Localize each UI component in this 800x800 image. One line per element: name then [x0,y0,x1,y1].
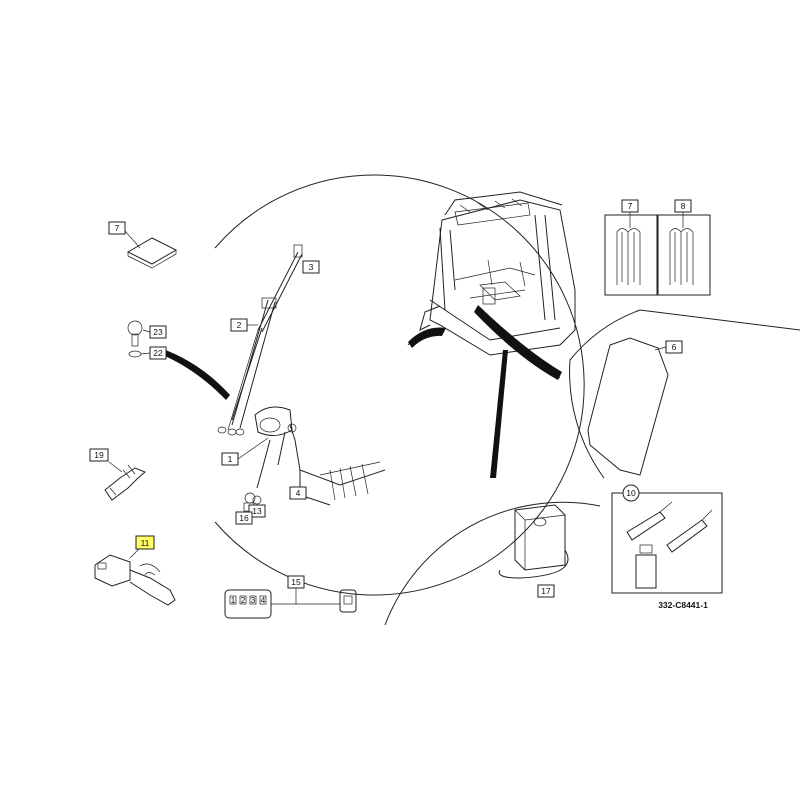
connector-pin-labels: 1 2 3 4 [231,595,266,605]
detail-circle-bottom [384,501,601,626]
callout-15[interactable]: 15 [287,575,305,589]
callout-2[interactable]: 2 [230,318,258,332]
svg-text:19: 19 [94,450,104,460]
callout-6[interactable]: 6 [654,340,683,354]
svg-text:4: 4 [261,595,266,605]
callout-4[interactable]: 4 [289,486,307,500]
svg-text:6: 6 [672,342,677,352]
detail-circle-left [214,174,585,596]
svg-text:3: 3 [309,262,314,272]
hose-connector-drawing [104,461,146,501]
washer-bottle-drawing [498,504,569,579]
wiper-switch-drawing [94,547,176,606]
callout-8[interactable]: 8 [674,199,692,228]
wiper-arm-drawing [217,244,386,506]
harness-connector-drawing [224,588,357,619]
svg-text:22: 22 [153,348,163,358]
svg-text:1: 1 [228,454,233,464]
windscreen-glass-drawing [587,337,669,476]
callout-19[interactable]: 19 [89,448,109,462]
callout-22[interactable]: 22 [149,346,167,360]
callout-23[interactable]: 23 [149,325,167,339]
svg-text:7: 7 [628,201,633,211]
svg-text:15: 15 [291,577,301,587]
drawing-reference-code: 332-C8441-1 [658,600,708,610]
callout-16[interactable]: 16 [235,511,253,525]
svg-text:13: 13 [252,506,262,516]
seal-profile-frame-8 [657,214,711,296]
svg-text:2: 2 [237,320,242,330]
cab-drawing [419,191,576,356]
svg-text:1: 1 [231,595,236,605]
svg-text:4: 4 [296,488,301,498]
svg-text:8: 8 [681,201,686,211]
svg-text:17: 17 [541,586,551,596]
sealant-kit-frame [611,492,723,594]
wiper-motor-nut-drawing [243,492,262,512]
callout-7-seal[interactable]: 7 [621,199,639,228]
callout-17[interactable]: 17 [537,584,555,598]
cab-pointers [474,305,562,478]
seal-pad-drawing [124,230,178,269]
bolt-drawing [127,320,230,400]
svg-text:10: 10 [626,488,636,498]
svg-text:2: 2 [241,595,246,605]
detail-circle-right [569,309,800,479]
svg-text:3: 3 [251,595,256,605]
svg-text:7: 7 [115,223,120,233]
callout-11-highlighted[interactable]: 11 [135,535,155,550]
svg-text:16: 16 [239,513,249,523]
callout-13[interactable]: 13 [248,504,266,518]
seal-profile-frame-7 [604,214,658,296]
callout-3[interactable]: 3 [302,260,320,274]
callout-7-pad[interactable]: 7 [108,221,126,235]
callout-1[interactable]: 1 [221,437,269,466]
svg-text:23: 23 [153,327,163,337]
svg-text:11: 11 [141,538,150,548]
callout-10[interactable]: 10 [622,484,640,502]
